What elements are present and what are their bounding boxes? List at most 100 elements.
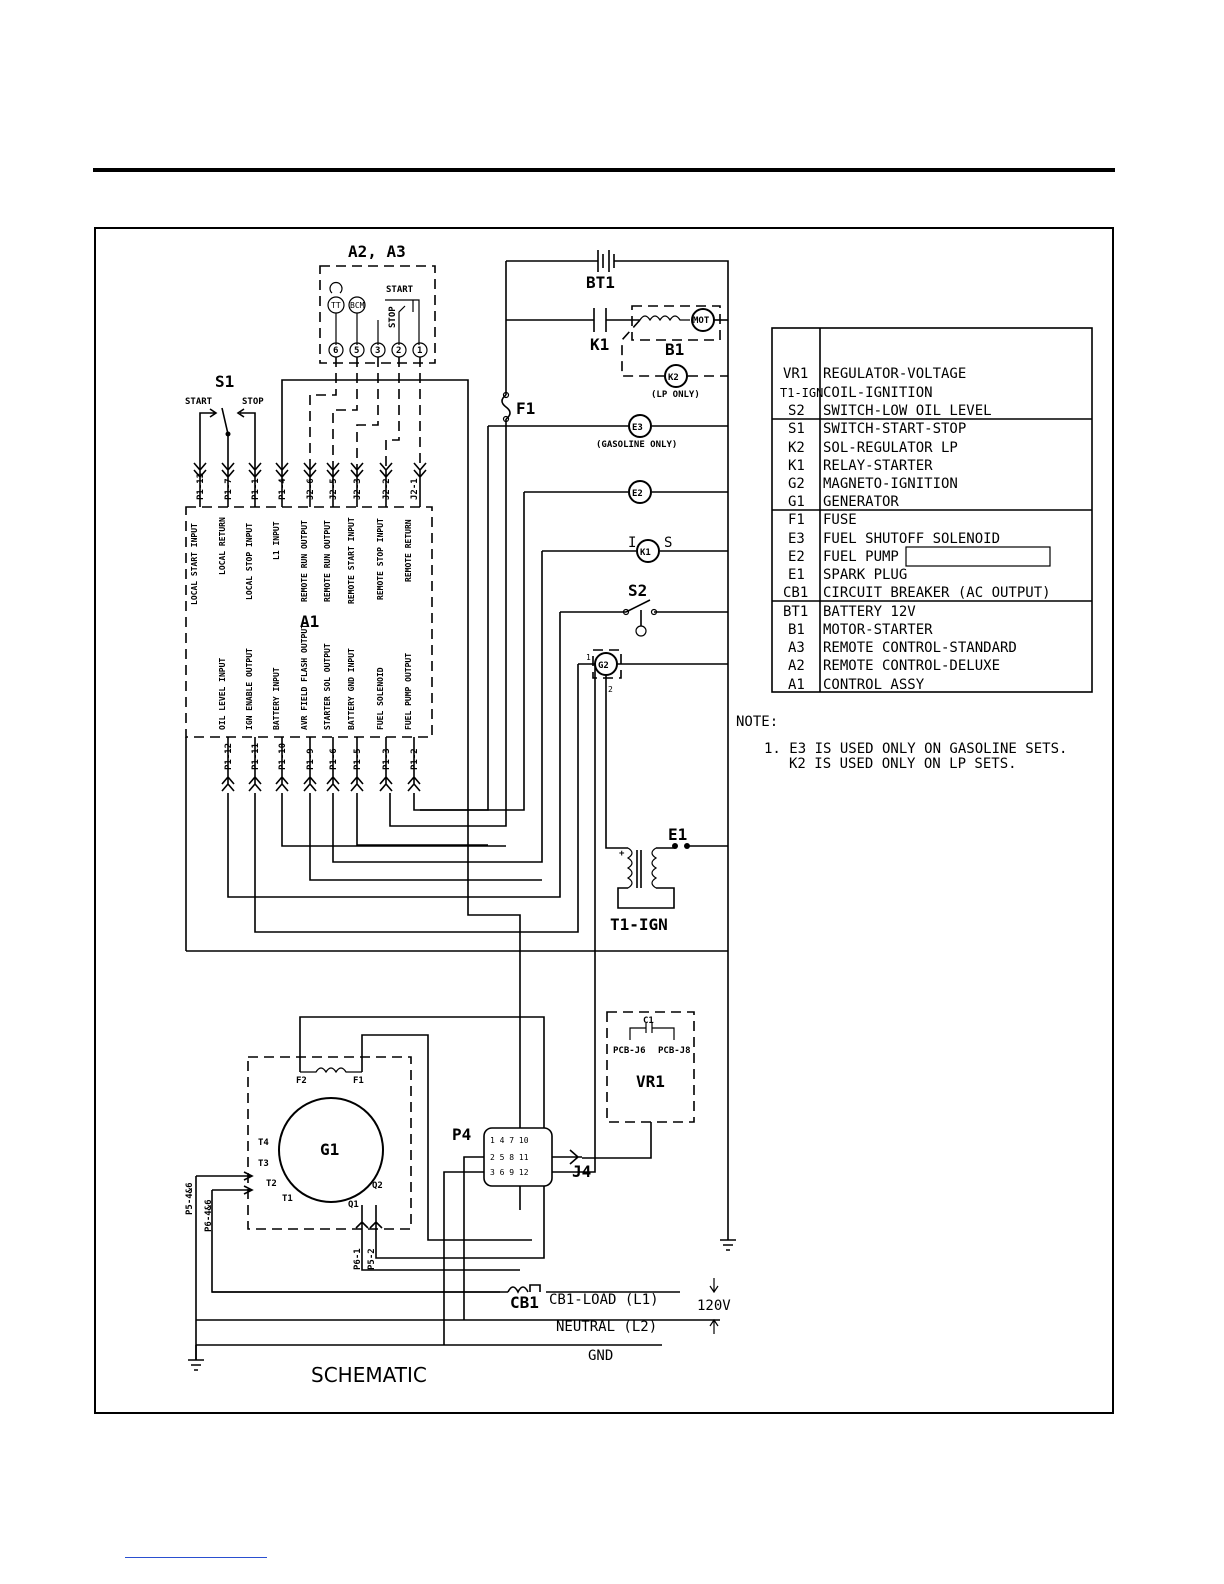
f1-label: F1 (516, 399, 535, 418)
low-oil-switch-s2: S2 (227, 581, 728, 898)
svg-text:REMOTE START INPUT: REMOTE START INPUT (347, 517, 356, 604)
s1-stop-label: STOP (242, 397, 264, 407)
voltage-label: 120V (697, 1298, 731, 1314)
svg-text:T4: T4 (258, 1138, 269, 1148)
s1-start-label: START (185, 397, 213, 407)
a1-top-pin: J2-6 REMOTE RUN OUTPUT (300, 462, 317, 602)
svg-text:2 5 8 11: 2 5 8 11 (490, 1153, 529, 1162)
svg-text:FUSE: FUSE (823, 512, 857, 528)
battery-starter-circuit: BT1 K1 MOT B1 K2 (LP ONLY) (505, 250, 729, 1240)
schematic-title: SCHEMATIC (311, 1363, 427, 1387)
svg-text:T3: T3 (258, 1159, 269, 1169)
svg-text:E3: E3 (632, 423, 643, 433)
t1-ign-label: T1-IGN (610, 915, 668, 934)
k1-label: K1 (590, 335, 609, 354)
k2-note: (LP ONLY) (651, 390, 700, 400)
svg-text:P1-12: P1-12 (224, 743, 234, 770)
svg-text:P1-6: P1-6 (329, 748, 339, 770)
svg-text:G2: G2 (598, 661, 609, 671)
notes-heading: NOTE: (736, 714, 778, 730)
svg-text:REMOTE CONTROL-DELUXE: REMOTE CONTROL-DELUXE (823, 658, 1000, 674)
neutral-label: NEUTRAL (L2) (556, 1319, 657, 1335)
footer-link-underline (125, 1557, 267, 1558)
a1-bottom-pin: P1-12 OIL LEVEL INPUT (218, 658, 235, 792)
svg-text:REGULATOR-VOLTAGE: REGULATOR-VOLTAGE (823, 366, 966, 382)
svg-text:LOCAL STOP INPUT: LOCAL STOP INPUT (245, 523, 254, 600)
e3-note: (GASOLINE ONLY) (596, 440, 677, 450)
remote-wiring (309, 357, 421, 470)
header-rule (93, 168, 1115, 172)
svg-text:P1-1: P1-1 (251, 478, 261, 500)
svg-text:6: 6 (333, 346, 338, 356)
svg-text:L1 INPUT: L1 INPUT (272, 521, 281, 560)
connector-p4-j4: P4 1 4 7 10 2 5 8 11 3 6 9 12 J4 (443, 664, 596, 1345)
svg-text:J2-6: J2-6 (306, 478, 316, 500)
start-stop-switch-s1: S1 START STOP (185, 372, 264, 470)
svg-text:LOCAL RETURN: LOCAL RETURN (218, 517, 227, 575)
svg-text:OIL LEVEL INPUT: OIL LEVEL INPUT (218, 658, 227, 730)
a1-bottom-pin: P1-3 FUEL SOLENOID (376, 667, 393, 792)
svg-text:T1-IGN: T1-IGN (780, 386, 823, 400)
s2-label: S2 (628, 581, 647, 600)
note-line-1: 1. E3 IS USED ONLY ON GASOLINE SETS. (764, 741, 1067, 757)
ground-icon (720, 1239, 736, 1251)
svg-text:CONTROL ASSY: CONTROL ASSY (823, 677, 925, 693)
ac-output: CB1 CB1-LOAD (L1) NEUTRAL (L2) GND 120V (188, 1278, 731, 1371)
note-line-2: K2 IS USED ONLY ON LP SETS. (789, 756, 1017, 772)
svg-text:A1: A1 (788, 677, 805, 693)
svg-text:1: 1 (586, 653, 591, 662)
svg-text:BATTERY GND INPUT: BATTERY GND INPUT (347, 648, 356, 730)
svg-text:E2: E2 (632, 489, 643, 499)
a2-a3-start-label: START (386, 285, 414, 295)
svg-text:FUEL PUMP: FUEL PUMP (823, 549, 899, 565)
svg-text:P5-4&6: P5-4&6 (185, 1182, 195, 1215)
svg-text:BATTERY INPUT: BATTERY INPUT (272, 667, 281, 730)
svg-text:SPARK PLUG: SPARK PLUG (823, 567, 907, 583)
svg-text:SWITCH-START-STOP: SWITCH-START-STOP (823, 421, 966, 437)
svg-text:E3: E3 (788, 531, 805, 547)
legend-row: S2 SWITCH-LOW OIL LEVEL (788, 403, 992, 419)
svg-text:P1-4: P1-4 (278, 478, 288, 500)
svg-text:Q1: Q1 (348, 1200, 359, 1210)
svg-text:P1-2: P1-2 (410, 748, 420, 770)
svg-text:BATTERY 12V: BATTERY 12V (823, 604, 916, 620)
svg-text:PCB-J8: PCB-J8 (658, 1046, 691, 1056)
a1-top-pin: P1-7 LOCAL RETURN (218, 462, 235, 575)
svg-text:J2-3: J2-3 (353, 478, 363, 500)
svg-text:J2-1: J2-1 (410, 478, 420, 500)
svg-text:S2: S2 (788, 403, 805, 419)
cb1-load-label: CB1-LOAD (L1) (549, 1292, 659, 1308)
svg-text:LOCAL START INPUT: LOCAL START INPUT (190, 523, 199, 605)
remote-control-a2-a3: A2, A3 TT BCM START STOP 6 5 3 2 1 (319, 242, 436, 364)
svg-text:A2: A2 (788, 658, 805, 674)
svg-text:FUEL SHUTOFF SOLENOID: FUEL SHUTOFF SOLENOID (823, 531, 1000, 547)
svg-text:SWITCH-LOW OIL LEVEL: SWITCH-LOW OIL LEVEL (823, 403, 992, 419)
a1-bottom-pin: P1-11 IGN ENABLE OUTPUT (245, 648, 262, 792)
svg-text:P6-4&6: P6-4&6 (204, 1199, 214, 1232)
b1-label: B1 (665, 340, 684, 359)
svg-text:P1-9: P1-9 (306, 748, 316, 770)
svg-text:REMOTE RUN OUTPUT: REMOTE RUN OUTPUT (300, 520, 309, 602)
notes: NOTE: 1. E3 IS USED ONLY ON GASOLINE SET… (736, 714, 1067, 772)
cb1-label: CB1 (510, 1293, 539, 1312)
svg-text:C1: C1 (643, 1016, 654, 1026)
svg-text:F1: F1 (353, 1076, 364, 1086)
a2-a3-stop-label: STOP (388, 306, 398, 328)
bcm-label: BCM (350, 301, 365, 310)
ignition-coil-t1: + T1-IGN E1 (610, 825, 728, 934)
a1-bottom-pin: P1-5 BATTERY GND INPUT (347, 648, 364, 792)
svg-text:FUEL SOLENOID: FUEL SOLENOID (376, 667, 385, 730)
svg-text:STARTER SOL OUTPUT: STARTER SOL OUTPUT (323, 643, 332, 730)
e1-label: E1 (668, 825, 687, 844)
signal-wiring (185, 379, 728, 1210)
svg-text:1 4 7 10: 1 4 7 10 (490, 1136, 529, 1145)
svg-text:VR1: VR1 (783, 366, 808, 382)
svg-text:MOTOR-STARTER: MOTOR-STARTER (823, 622, 933, 638)
